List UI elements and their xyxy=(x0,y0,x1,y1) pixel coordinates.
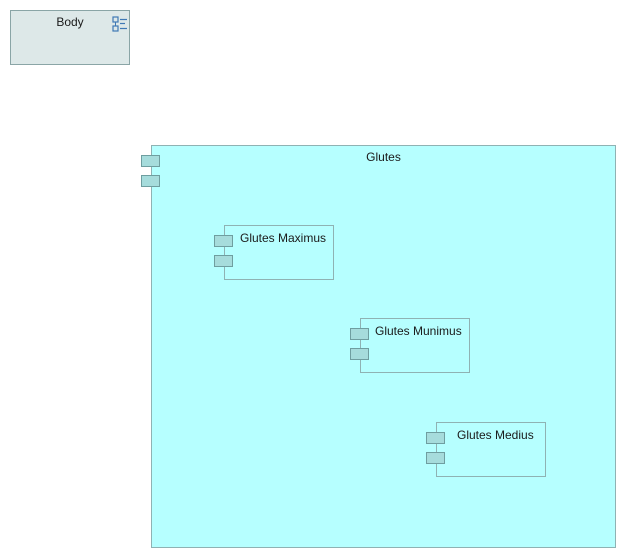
glutes-medius-component[interactable]: Glutes Medius xyxy=(436,422,546,477)
glutes-munimus-port-1[interactable] xyxy=(350,328,369,340)
glutes-munimus-port-2[interactable] xyxy=(350,348,369,360)
glutes-port-1[interactable] xyxy=(141,155,160,167)
structure-icon xyxy=(112,16,127,32)
glutes-maximus-port-2[interactable] xyxy=(214,255,233,267)
glutes-maximus-label: Glutes Maximus xyxy=(240,231,327,245)
glutes-medius-port-2[interactable] xyxy=(426,452,445,464)
glutes-maximus-component[interactable]: Glutes Maximus xyxy=(224,225,334,280)
body-block-title: Body xyxy=(56,15,84,29)
body-block[interactable]: Body xyxy=(10,10,130,65)
glutes-medius-label: Glutes Medius xyxy=(457,428,534,442)
glutes-port-2[interactable] xyxy=(141,175,160,187)
glutes-title: Glutes xyxy=(366,150,401,164)
glutes-munimus-label: Glutes Munimus xyxy=(375,324,462,338)
glutes-medius-port-1[interactable] xyxy=(426,432,445,444)
glutes-maximus-port-1[interactable] xyxy=(214,235,233,247)
glutes-munimus-component[interactable]: Glutes Munimus xyxy=(360,318,470,373)
